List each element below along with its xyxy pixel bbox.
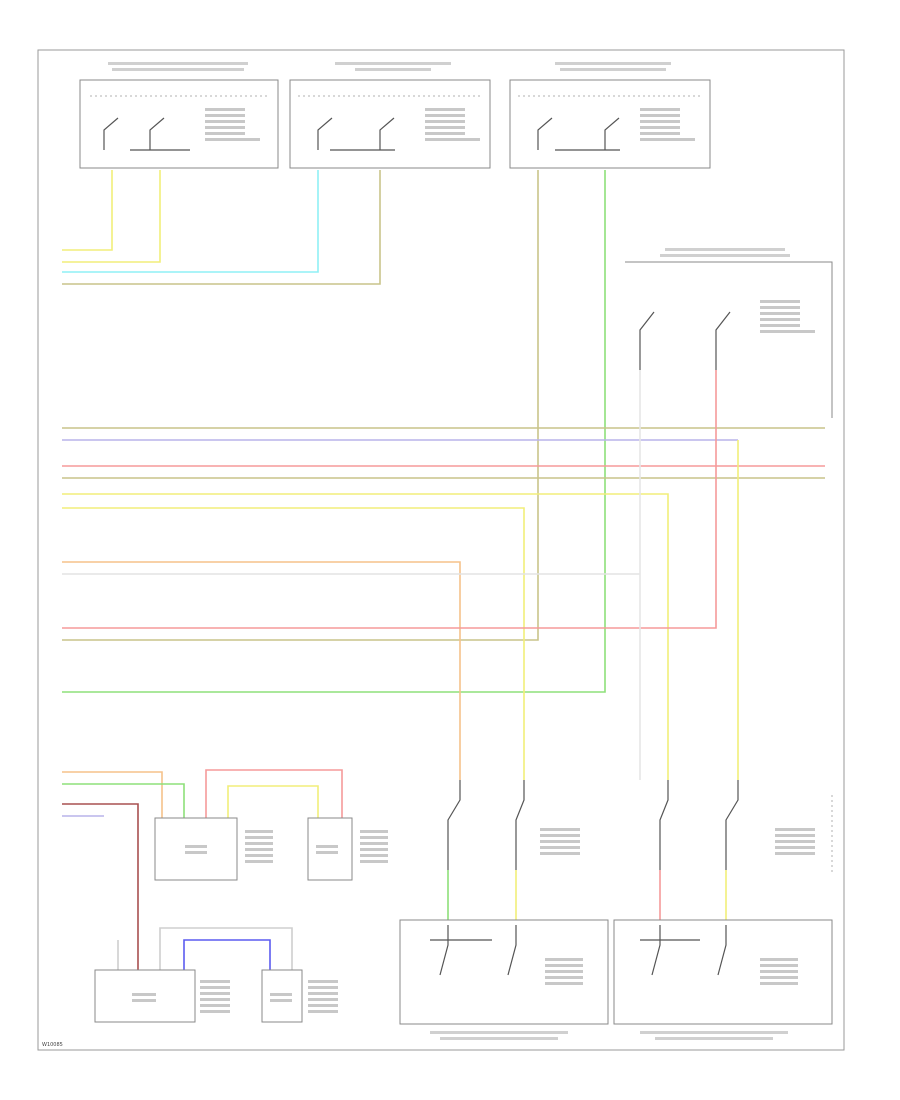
module-bottom-center [399, 919, 609, 1025]
module-right [625, 261, 833, 418]
wire-olive-top [62, 170, 381, 285]
text-block [775, 828, 815, 855]
wires [62, 170, 825, 970]
module-top-left [79, 79, 279, 169]
wire-yellow-lower [227, 785, 319, 818]
wire-pink-bus-2 [62, 370, 717, 629]
text-block [205, 108, 260, 141]
sensor-left-bottom [94, 969, 230, 1023]
wire-orange-bus [62, 561, 461, 780]
text-block [425, 108, 480, 141]
wire-cyan-top [62, 170, 319, 273]
switch-group-center [447, 780, 580, 870]
unreadable-labels [108, 62, 790, 1040]
wire-blue-lower [183, 939, 271, 970]
wire-pink-lower [205, 769, 343, 818]
wire-yellow-top-left-2 [62, 170, 161, 263]
text-block [545, 958, 583, 985]
wire-green-vertical-long [62, 170, 606, 693]
wire-yellow-bus [62, 493, 669, 780]
text-block [760, 300, 815, 333]
diagram-frame [37, 49, 845, 1051]
sensor-right-top [307, 817, 388, 881]
text-block [540, 828, 580, 855]
module-bottom-right [613, 919, 833, 1025]
text-block [760, 958, 798, 985]
wire-yellow-top-left [62, 170, 113, 251]
switch-group-right [659, 780, 833, 875]
wire-green-lower [62, 783, 185, 818]
wire-orange-lower [62, 771, 163, 818]
module-top-center [289, 79, 491, 169]
sensor-right-bottom [261, 969, 338, 1023]
wire-olive-vertical-long [62, 170, 539, 641]
text-block [640, 108, 695, 141]
sensor-left-top [154, 817, 273, 881]
wire-darkred-lower [62, 803, 139, 970]
diagram-ref-id: W10085 [42, 1042, 63, 1048]
wire-yellow-bus-2 [62, 507, 525, 780]
module-top-right [509, 79, 711, 169]
wire-white-lower [159, 927, 293, 970]
